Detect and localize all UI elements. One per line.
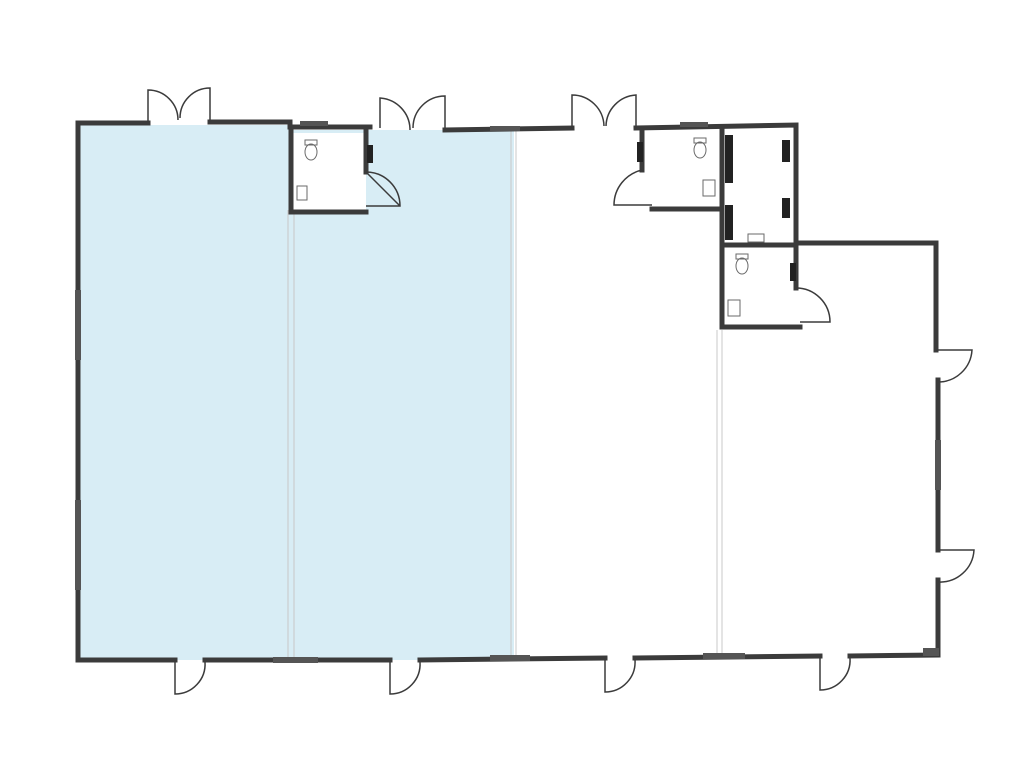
side-door[interactable]	[937, 549, 975, 583]
bottom-door[interactable]	[604, 658, 636, 693]
sink-icon	[702, 179, 716, 197]
toilet-icon	[693, 137, 707, 159]
restroom-backgrounds	[293, 131, 797, 327]
wall-block	[782, 140, 790, 162]
window	[273, 657, 318, 663]
wall-block	[790, 263, 796, 281]
window	[75, 290, 81, 360]
side-door[interactable]	[936, 349, 973, 383]
restroom-1-wall	[288, 124, 369, 215]
unit-1[interactable]	[78, 125, 291, 660]
double-door[interactable]	[379, 95, 446, 131]
window	[680, 122, 708, 127]
wall-block	[782, 198, 790, 218]
window	[300, 121, 328, 126]
unit-3[interactable]	[514, 130, 720, 660]
doors	[147, 87, 975, 695]
utility-sink-icon	[747, 233, 765, 243]
wall-block	[725, 205, 733, 240]
toilet-icon	[735, 253, 749, 275]
bottom-door[interactable]	[389, 660, 421, 695]
sink-icon	[727, 299, 741, 317]
window	[75, 500, 81, 590]
window	[923, 648, 939, 656]
toilet-icon	[304, 139, 318, 161]
fixtures	[296, 137, 765, 317]
bottom-door[interactable]	[819, 656, 851, 691]
wall-top-5	[793, 240, 939, 353]
restroom-door[interactable]	[365, 171, 401, 207]
bottom-door[interactable]	[174, 660, 206, 695]
wall-top-1	[75, 120, 151, 663]
highlighted-units	[78, 125, 938, 660]
wall-block	[367, 145, 373, 163]
service-blocks	[367, 135, 796, 281]
sink-icon	[296, 185, 308, 201]
window	[490, 655, 530, 661]
restroom-walls	[288, 124, 803, 330]
wall-block	[725, 135, 733, 183]
window	[490, 126, 520, 131]
window	[703, 653, 745, 659]
restroom-door[interactable]	[613, 169, 652, 206]
wall-block	[637, 142, 643, 162]
unit-2[interactable]	[291, 130, 514, 660]
service-room-wall	[719, 125, 803, 330]
double-door[interactable]	[571, 94, 637, 128]
restroom-door[interactable]	[795, 287, 831, 323]
double-door[interactable]	[147, 87, 211, 123]
unit-partitions	[287, 130, 723, 658]
window	[935, 440, 941, 490]
windows	[75, 121, 941, 663]
